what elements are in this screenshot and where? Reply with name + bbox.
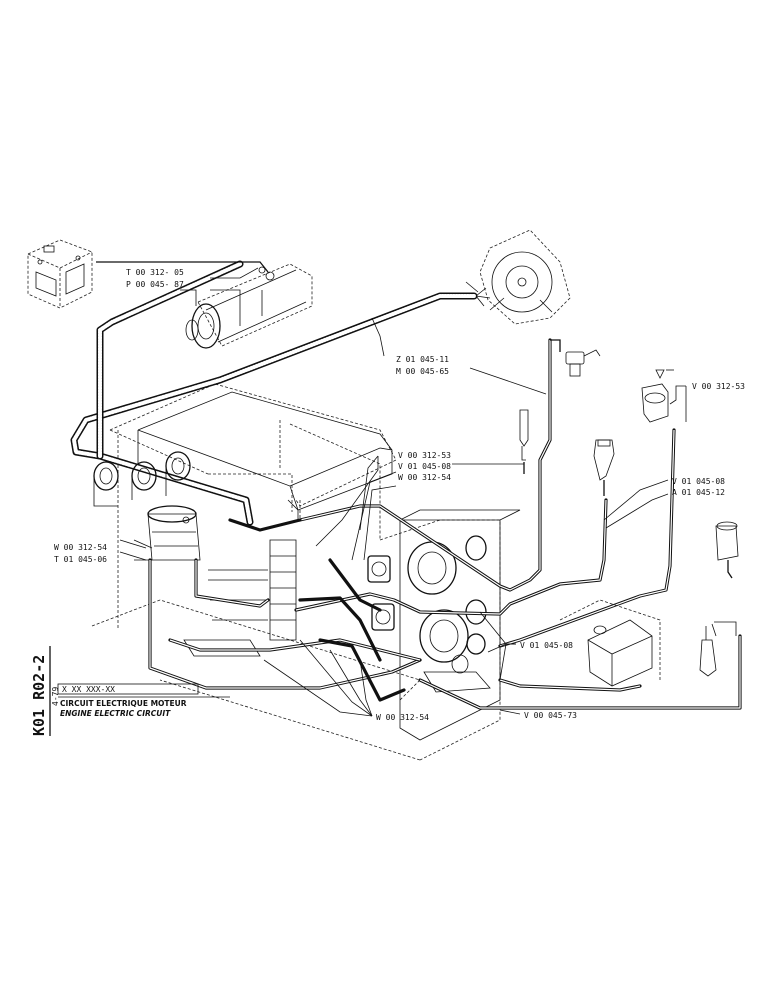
title-french: CIRCUIT ELECTRIQUE MOTEUR (60, 699, 187, 708)
drawing-code: K01 R02-2 (30, 655, 48, 736)
glow-plug-sensor (593, 439, 615, 496)
left-connectors (93, 451, 191, 507)
alternator (479, 229, 571, 325)
injection-pump (559, 599, 661, 687)
lower-wiring (148, 338, 742, 710)
battery-box (137, 391, 393, 520)
label-a01045-12: A 01 045-12 (672, 488, 725, 497)
label-v01045-08-lower: V 01 045-08 (520, 641, 573, 650)
label-v01045-08-center: V 01 045-08 (398, 462, 451, 471)
label-w00312-54-left: W 00 312-54 (54, 543, 107, 552)
left-relay (133, 505, 201, 561)
instrument-panel (399, 509, 521, 741)
label-v00312-53-right: V 00 312-53 (692, 382, 745, 391)
label-v00312-53-center: V 00 312-53 (398, 451, 451, 460)
label-t00312-05: T 00 312- 05 (126, 268, 184, 277)
top-left-junction-box (27, 239, 93, 309)
starter-motor (185, 263, 313, 349)
title-block: K01 R02-2 4-79 X XX XXX-XX CIRCUIT ELECT… (30, 646, 230, 736)
label-t01045-06: T 01 045-06 (54, 555, 107, 564)
fuse-box (183, 539, 297, 657)
date-code: 4-79 (51, 687, 60, 706)
label-v00045-73: V 00 045-73 (524, 711, 577, 720)
part-number: X XX XXX-XX (62, 685, 115, 694)
top-leader-wires (96, 261, 491, 307)
main-cable-harness (70, 260, 478, 526)
label-p00045-87: P 00 045- 87 (126, 280, 184, 289)
oil-pressure-switch (550, 339, 601, 377)
coolant-temp-switch (699, 621, 737, 677)
ignition-switches (367, 555, 395, 631)
label-v01045-08-right: V 01 045-08 (672, 477, 725, 486)
fuel-filter-sensor (641, 369, 674, 423)
title-english: ENGINE ELECTRIC CIRCUIT (60, 709, 171, 718)
label-w00312-54-bottom: W 00 312-54 (376, 713, 429, 722)
leader-lines (119, 267, 687, 717)
label-z01045-11: Z 01 045-11 (396, 355, 449, 364)
label-w00312-54-center: W 00 312-54 (398, 473, 451, 482)
water-level-sensor (715, 521, 739, 579)
label-m00045-65: M 00 045-65 (396, 367, 449, 376)
